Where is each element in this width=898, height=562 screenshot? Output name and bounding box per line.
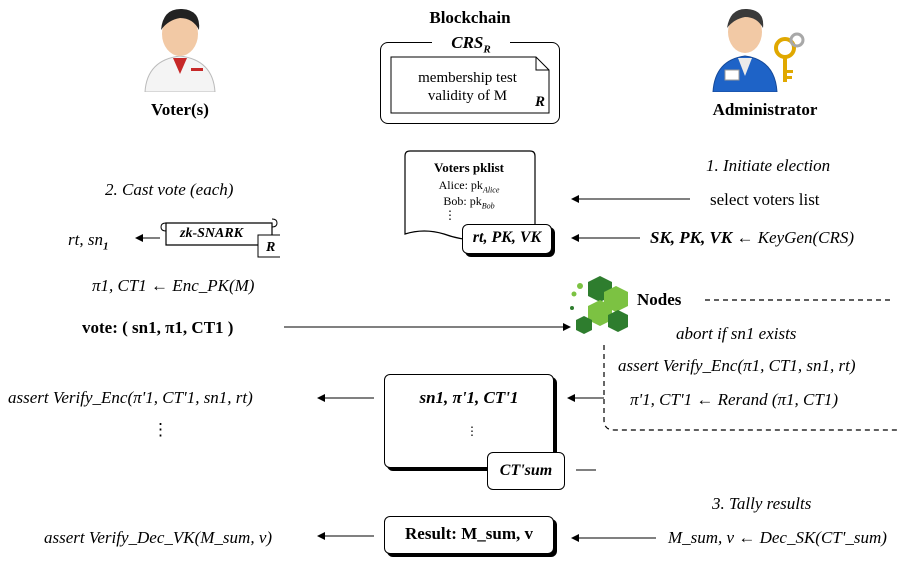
pklist-params-box: [462, 224, 552, 254]
nodes-assert: assert Verify_Enc(π1, CT1, sn1, rt): [618, 356, 856, 375]
nodes-abort: abort if sn1 exists: [676, 324, 797, 343]
step-tally: 3. Tally results: [712, 494, 812, 513]
nodes-icon: [566, 272, 638, 338]
enc-text: π1, CT1 ← Enc_PK(M): [92, 276, 255, 295]
crs-label: CRSR: [432, 33, 510, 56]
rt-sn-text: rt, sn1: [68, 230, 109, 253]
voter-avatar-icon: [135, 0, 225, 93]
vote-text: vote: ( sn1, π1, CT1 ): [82, 318, 234, 337]
pklist-dots: ⋮: [444, 208, 456, 222]
zk-snark-tag: R: [266, 240, 276, 255]
result-label: Result: M_sum, v: [405, 524, 533, 543]
pklist-params: rt, PK, VK: [472, 229, 542, 246]
crs-document: [390, 56, 550, 114]
ct-sum-label: CT'sum: [499, 462, 553, 479]
step-initiate: 1. Initiate election: [706, 156, 831, 175]
voter-label: Voter(s): [151, 100, 209, 119]
voter-dots: ⋮: [152, 420, 169, 439]
nodes-label: Nodes: [637, 290, 682, 309]
ledger-dots: ⋮: [466, 424, 478, 438]
ledger-entry: sn1, π'1, CT'1: [419, 388, 519, 407]
administrator-avatar-icon: [705, 0, 805, 93]
zk-snark-label: zk-SNARK: [180, 226, 244, 241]
pklist-bob: Bob: pkBob: [443, 194, 495, 211]
assert-enc-text: assert Verify_Enc(π'1, CT'1, sn1, rt): [8, 388, 253, 407]
decrypt-text: M_sum, v ← Dec_SK(CT'_sum): [668, 528, 887, 547]
pklist-title: Voters pklist: [434, 160, 504, 175]
pklist-alice: Alice: pkAlice: [438, 178, 500, 195]
keygen-text: SK, PK, VK ← KeyGen(CRS): [650, 228, 855, 247]
crs-doc-line1: membership test: [418, 70, 517, 86]
administrator-label: Administrator: [712, 100, 818, 119]
blockchain-title: Blockchain: [429, 8, 511, 27]
result-box: [384, 516, 554, 554]
ct-sum-box: [487, 452, 565, 490]
crs-doc-tag: R: [535, 94, 546, 110]
step-cast: 2. Cast vote (each): [105, 180, 234, 199]
select-voters-text: select voters list: [710, 190, 820, 209]
assert-dec-text: assert Verify_Dec_VK(M_sum, v): [44, 528, 273, 547]
crs-doc-line2: validity of M: [427, 88, 508, 104]
nodes-dashed-boundary: [603, 299, 898, 431]
nodes-rerand: π'1, CT'1 ← Rerand (π1, CT1): [630, 390, 839, 409]
